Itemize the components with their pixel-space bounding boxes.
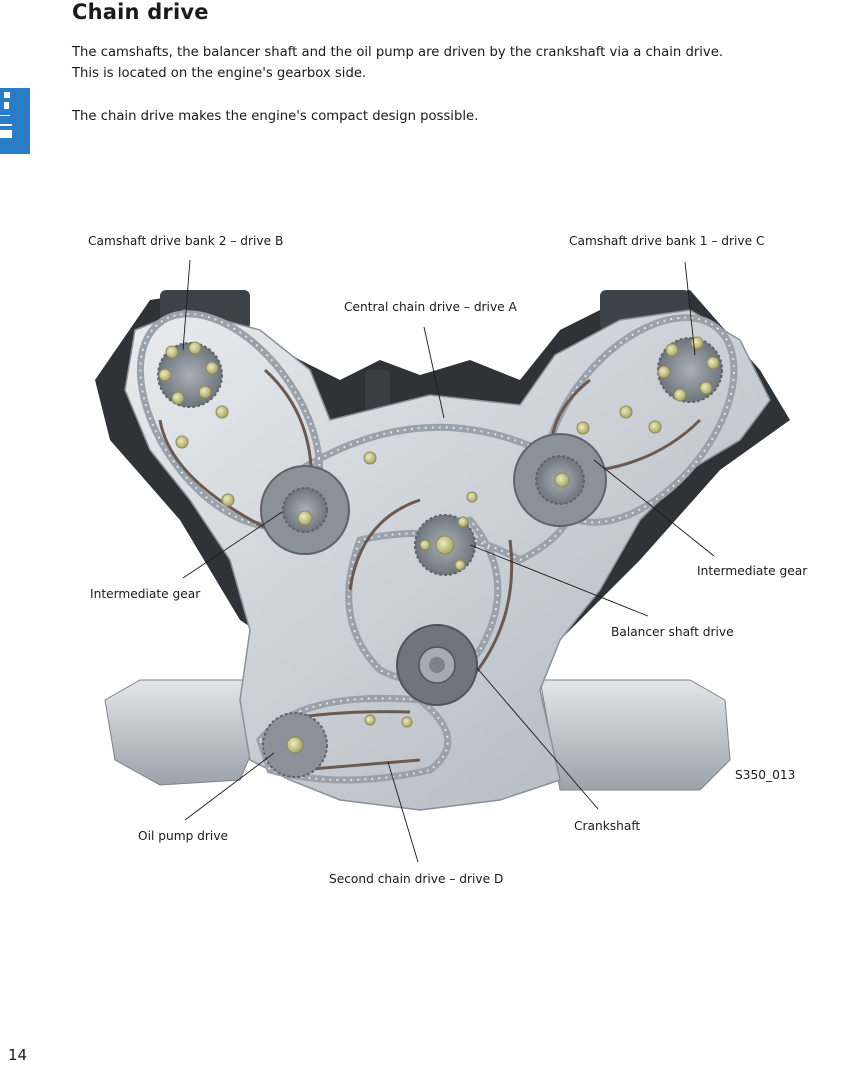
leader-central-chain (423, 326, 445, 419)
leader-intermediate-right (593, 459, 715, 557)
label-camshaft-drive-bank-1: Camshaft drive bank 1 – drive C (569, 234, 765, 248)
label-oil-pump-drive: Oil pump drive (138, 829, 229, 843)
label-second-chain-drive: Second chain drive – drive D (329, 872, 504, 886)
leader-second-chain (387, 761, 419, 863)
intro-paragraph: The camshafts, the balancer shaft and th… (72, 42, 723, 84)
figure-id: S350_013 (735, 768, 796, 782)
chain-drive-a (296, 423, 577, 685)
label-camshaft-drive-bank-2: Camshaft drive bank 2 – drive B (88, 234, 284, 248)
intro-line-1: The camshafts, the balancer shaft and th… (72, 45, 724, 60)
leader-lines (182, 259, 715, 863)
page-title: Chain drive (72, 0, 209, 24)
label-balancer-shaft-drive: Balancer shaft drive (611, 625, 734, 639)
leader-balancer (469, 544, 649, 617)
compact-design-paragraph: The chain drive makes the engine's compa… (72, 106, 478, 127)
bolts (158, 336, 720, 754)
label-crankshaft: Crankshaft (574, 819, 641, 833)
label-intermediate-gear-left: Intermediate gear (90, 587, 201, 601)
leader-intermediate-left (182, 511, 283, 579)
oil-pan (104, 679, 731, 791)
page-number: 14 (8, 1046, 28, 1064)
intro-line-2: This is located on the engine's gearbox … (72, 66, 367, 81)
label-central-chain-drive: Central chain drive – drive A (344, 300, 517, 314)
engine-section-icon (0, 88, 30, 154)
chain-links (139, 312, 735, 781)
leader-crankshaft (476, 667, 599, 810)
label-intermediate-gear-right: Intermediate gear (697, 564, 808, 578)
leader-camshaft-bank1 (684, 261, 696, 356)
compact-design-line: The chain drive makes the engine's compa… (72, 109, 479, 124)
leader-camshaft-bank2 (182, 259, 191, 351)
leader-oil-pump (184, 752, 275, 821)
